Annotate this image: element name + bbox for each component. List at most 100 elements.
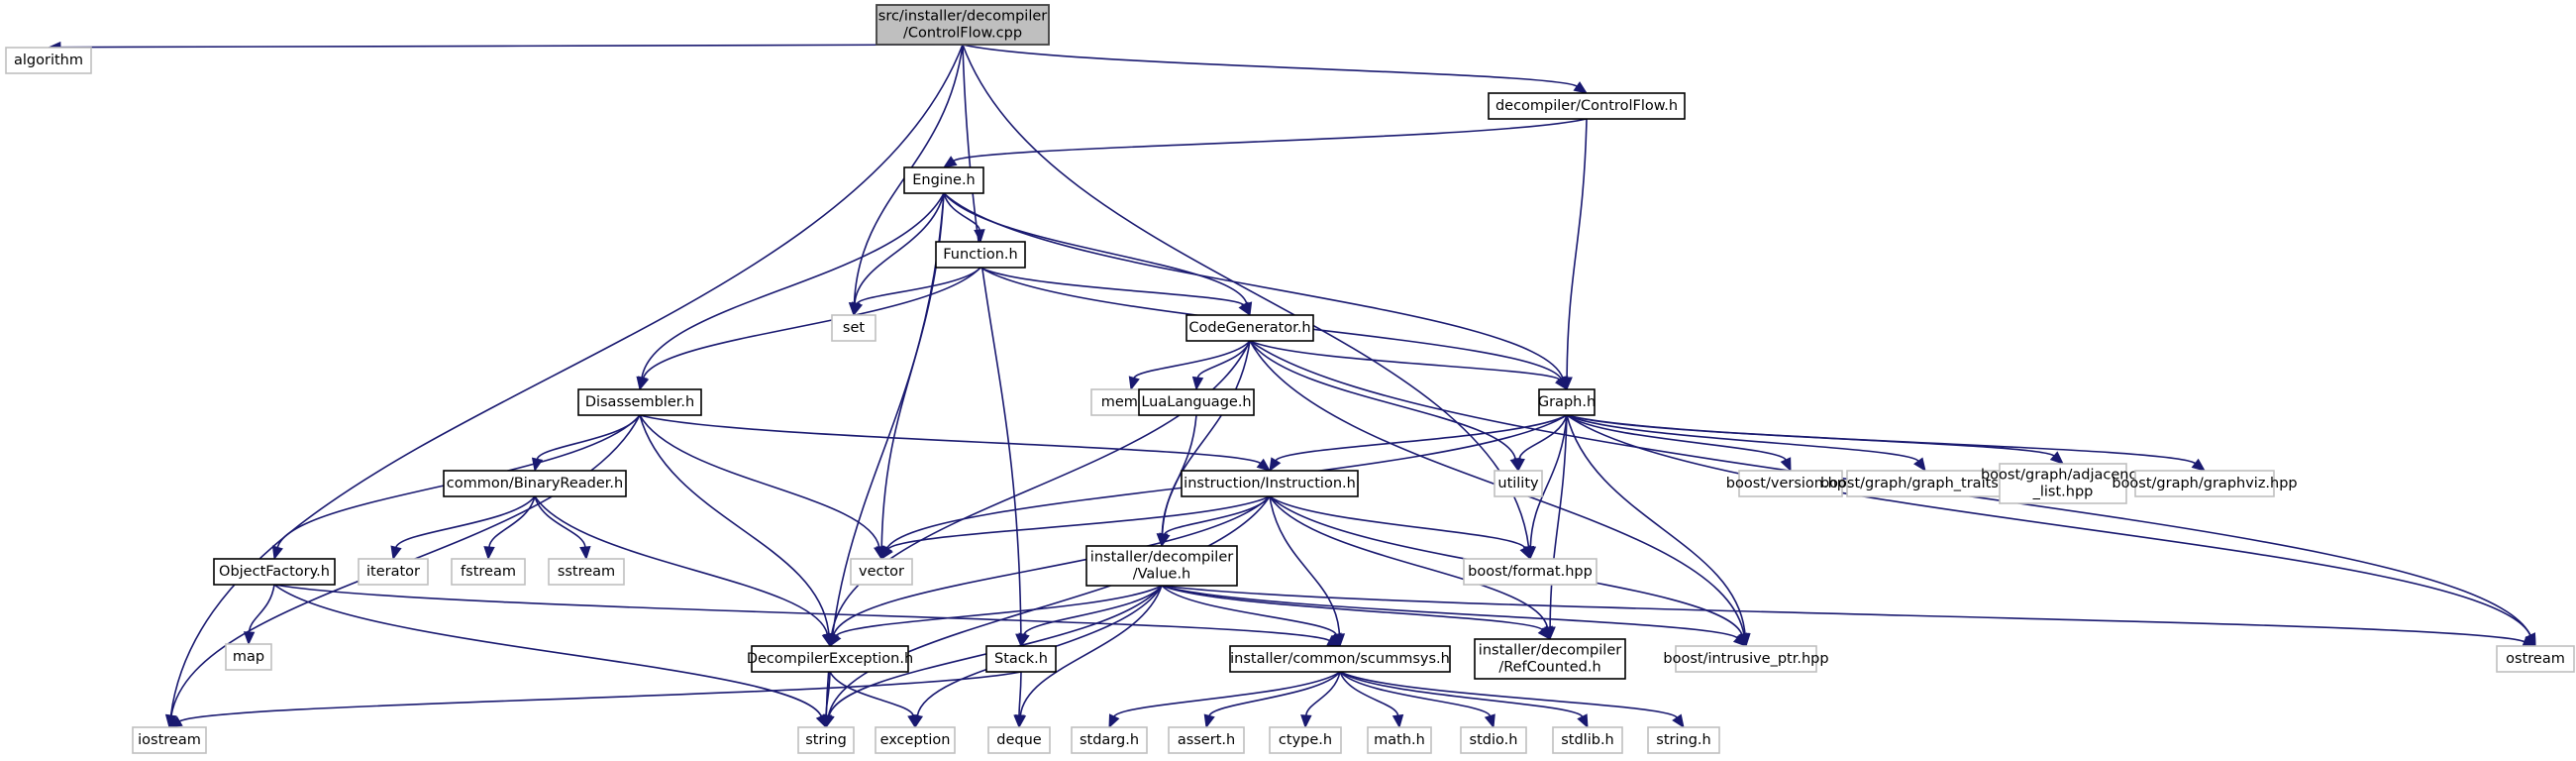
node-refcounted[interactable]: installer/decompiler/RefCounted.h: [1474, 638, 1626, 680]
node-box-assert: [1168, 726, 1245, 754]
arrowhead-scummsys-to-ctype: [1300, 714, 1312, 729]
node-label-set: set: [843, 320, 865, 336]
node-box-iostream: [132, 726, 207, 754]
node-label-exception: exception: [880, 732, 951, 748]
node-bgviz: boost/graph/graphviz.hpp: [2112, 470, 2298, 497]
node-binreader[interactable]: common/BinaryReader.h: [443, 470, 627, 497]
arrowhead-function-to-disasm: [638, 376, 650, 391]
node-box-fstream: [451, 558, 526, 586]
edge-graph-to-instruction: [1275, 414, 1568, 462]
node-box-algorithm: [5, 47, 92, 74]
node-box-cf_h[interactable]: [1488, 92, 1686, 120]
node-box-codegen[interactable]: [1185, 314, 1314, 342]
edge-objfactory-to-string: [273, 584, 822, 717]
node-scummsys[interactable]: installer/common/scummsys.h: [1229, 645, 1451, 673]
node-box-bversion: [1738, 470, 1843, 497]
node-function[interactable]: Function.h: [935, 241, 1026, 269]
edge-graph-to-bformat: [1529, 414, 1568, 548]
node-box-instruction[interactable]: [1181, 470, 1359, 497]
arrowhead-scummsys-to-assert: [1203, 713, 1215, 729]
node-cf_h[interactable]: decompiler/ControlFlow.h: [1488, 92, 1686, 120]
node-stdio: stdio.h: [1460, 726, 1527, 754]
node-stack[interactable]: Stack.h: [985, 645, 1057, 673]
node-label-ostream: ostream: [2506, 651, 2565, 667]
node-math: math.h: [1367, 726, 1432, 754]
node-box-graph[interactable]: [1538, 388, 1596, 416]
node-label-engine: Engine.h: [912, 172, 976, 188]
edge-root-to-bformat: [962, 44, 1530, 548]
node-label-bgtraits: boost/graph/graph_traits.hpp: [1820, 476, 2030, 491]
arrowhead-scummsys-to-stdarg: [1108, 713, 1120, 729]
edge-value-to-bintrusive: [1161, 585, 1738, 639]
node-box-ctype: [1269, 726, 1342, 754]
arrowhead-codegen-to-graph: [1555, 376, 1568, 391]
node-box-engine[interactable]: [903, 166, 984, 194]
arrowhead-function-to-codegen: [1238, 301, 1251, 317]
node-box-map: [225, 643, 272, 671]
edge-graph-to-bgtraits: [1566, 414, 1919, 462]
node-label-bversion: boost/version.hpp: [1726, 476, 1855, 491]
node-graph[interactable]: Graph.h: [1538, 388, 1596, 416]
edge-graph-to-refcounted: [1549, 414, 1568, 628]
node-label-stringh: string.h: [1656, 732, 1710, 748]
edge-decexc-to-string: [825, 671, 831, 716]
edge-value-to-string: [828, 585, 1163, 716]
node-box-sstream: [548, 558, 625, 586]
node-value[interactable]: installer/decompiler/Value.h: [1085, 545, 1238, 587]
node-box-lualang[interactable]: [1138, 388, 1255, 416]
node-box-value[interactable]: [1085, 545, 1238, 587]
node-box-stringh: [1647, 726, 1720, 754]
edge-instruction-to-string: [827, 495, 1271, 716]
node-label-decexc: DecompilerException.h: [747, 651, 913, 667]
node-instruction[interactable]: instruction/Instruction.h: [1181, 470, 1359, 497]
node-box-iterator: [358, 558, 429, 586]
node-label-math: math.h: [1374, 732, 1425, 748]
node-decexc[interactable]: DecompilerException.h: [747, 645, 913, 673]
edge-value-to-ostream: [1161, 585, 2525, 643]
node-label-refcounted: /RefCounted.h: [1498, 660, 1600, 676]
node-codegen[interactable]: CodeGenerator.h: [1185, 314, 1314, 342]
arrowhead-graph-to-bgtraits: [1913, 457, 1926, 473]
node-box-root[interactable]: [876, 4, 1050, 46]
arrowhead-value-to-scummsys: [1330, 632, 1342, 648]
node-vector: vector: [850, 558, 913, 586]
node-box-exception: [875, 726, 956, 754]
edge-lualang-to-value: [1161, 414, 1197, 535]
node-box-disasm[interactable]: [577, 388, 702, 416]
node-set: set: [831, 314, 876, 342]
node-box-stack[interactable]: [985, 645, 1057, 673]
node-box-ostream: [2496, 645, 2575, 673]
node-box-objfactory[interactable]: [213, 558, 336, 586]
node-engine[interactable]: Engine.h: [903, 166, 984, 194]
edge-scummsys-to-stringh: [1339, 671, 1678, 718]
node-root[interactable]: src/installer/decompiler/ControlFlow.cpp: [876, 4, 1050, 46]
edge-graph-to-ostream: [1566, 414, 2531, 636]
arrowhead-codegen-to-memory: [1128, 376, 1140, 391]
node-label-sstream: sstream: [558, 564, 615, 580]
node-box-scummsys[interactable]: [1229, 645, 1451, 673]
edge-scummsys-to-stdio: [1339, 671, 1492, 717]
arrowhead-value-to-stack: [1018, 632, 1030, 648]
arrowhead-graph-to-bversion: [1780, 457, 1792, 473]
edge-stack-to-iostream: [178, 671, 1022, 722]
node-label-utility: utility: [1497, 476, 1539, 491]
node-label-binreader: common/BinaryReader.h: [447, 476, 623, 491]
arrowhead-graph-to-instruction: [1269, 457, 1282, 473]
node-lualang[interactable]: LuaLanguage.h: [1138, 388, 1255, 416]
node-box-binreader[interactable]: [443, 470, 627, 497]
node-objfactory[interactable]: ObjectFactory.h: [213, 558, 336, 586]
node-box-function[interactable]: [935, 241, 1026, 269]
node-box-decexc[interactable]: [751, 645, 909, 673]
edge-function-to-disasm: [642, 267, 981, 379]
node-box-bgviz: [2134, 470, 2275, 497]
node-label-objfactory: ObjectFactory.h: [219, 564, 330, 580]
node-box-bintrusive: [1675, 645, 1817, 673]
edge-disasm-to-binreader: [536, 414, 641, 460]
node-label-stdarg: stdarg.h: [1080, 732, 1139, 748]
node-disasm[interactable]: Disassembler.h: [577, 388, 702, 416]
arrowhead-graph-to-utility: [1513, 458, 1525, 473]
edge-engine-to-string: [825, 192, 945, 716]
node-box-refcounted[interactable]: [1474, 638, 1626, 680]
node-label-function: Function.h: [943, 247, 1017, 263]
